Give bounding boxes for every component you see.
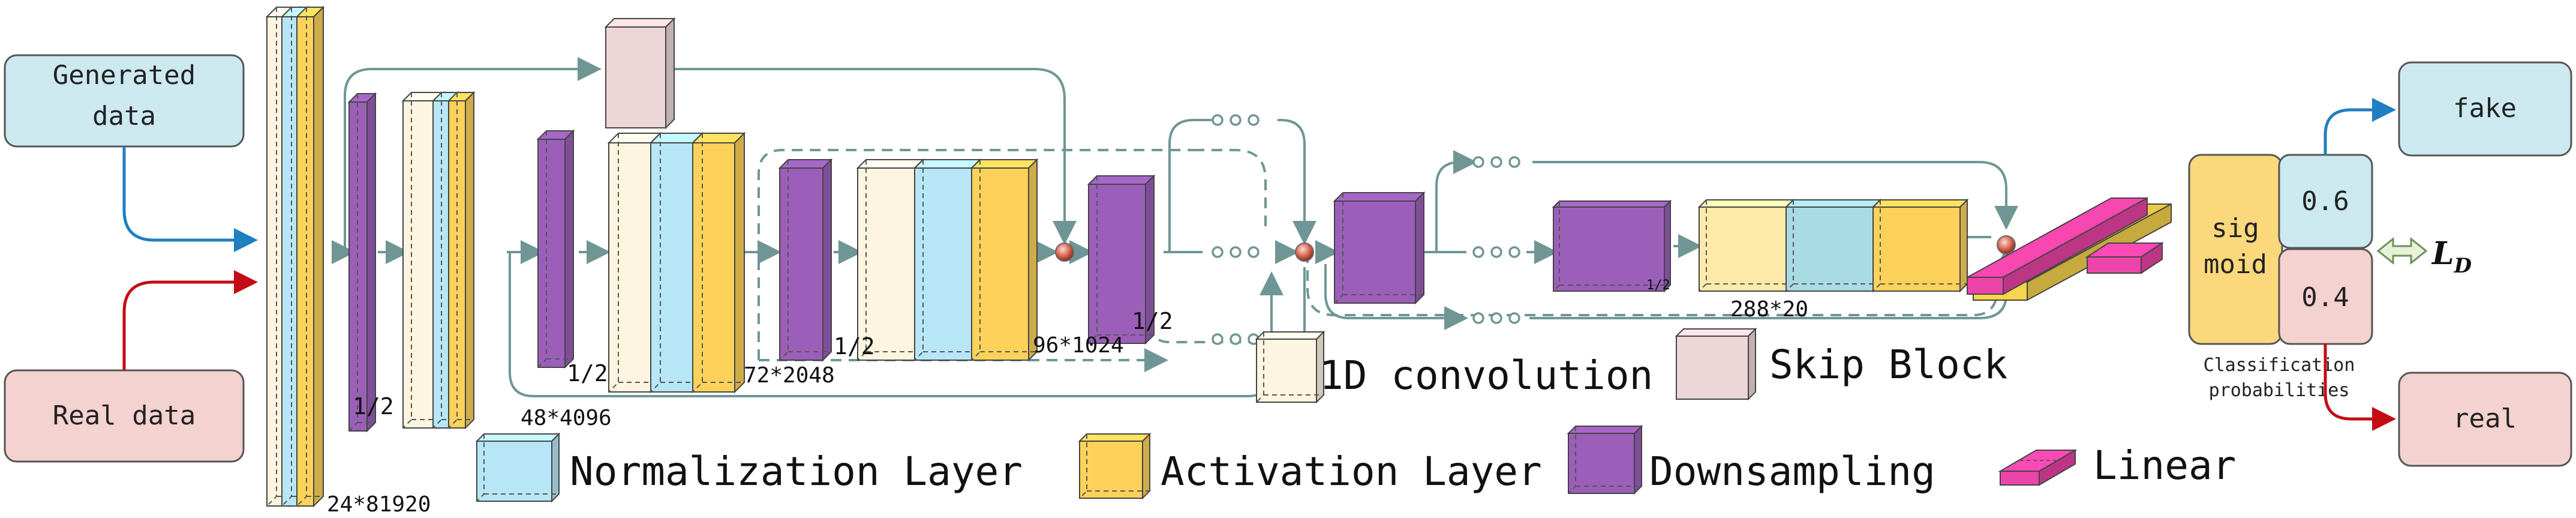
generated-data-label-line2: data <box>92 101 156 131</box>
probability-real-value: 0.4 <box>2301 282 2349 313</box>
generated-data-box: Generated data <box>4 54 245 148</box>
stack4-act <box>970 158 1039 362</box>
sum-node-2 <box>1295 242 1314 262</box>
sigmoid-block: sig moid <box>2188 154 2283 345</box>
stack5-norm <box>1784 198 1882 293</box>
probability-fake: 0.6 <box>2278 154 2373 249</box>
linear-layer <box>1967 197 2172 301</box>
feature-shape-2: 48*4096 <box>521 406 612 430</box>
sigmoid-label-line2: moid <box>2204 249 2267 280</box>
real-output-box: real <box>2398 372 2572 467</box>
stack4-conv <box>856 158 925 362</box>
stack4-norm <box>913 158 982 362</box>
legend-norm-icon <box>475 432 561 503</box>
real-input-arrow <box>122 270 258 370</box>
sum-node-3 <box>1997 235 2016 254</box>
legend <box>475 327 2078 503</box>
downsample-label-4: 1/2 <box>1132 308 1173 334</box>
stack5-act <box>1871 198 1969 293</box>
legend-norm-label: Normalization Layer <box>570 448 1023 495</box>
legend-linear-icon <box>1998 449 2078 486</box>
stack1-act <box>295 5 325 508</box>
legend-conv-label: 1D convolution <box>1319 352 1653 399</box>
downsample-label-1: 1/2 <box>353 393 394 420</box>
legend-skip-icon <box>1675 327 1757 401</box>
stack3-act <box>691 131 746 394</box>
generated-input-arrow <box>122 146 258 252</box>
legend-down-icon <box>1567 424 1643 495</box>
classification-caption: Classification probabilities <box>2204 355 2355 401</box>
real-output-arrow <box>2323 344 2396 431</box>
legend-skip-label: Skip Block <box>1769 342 2007 388</box>
probability-fake-value: 0.6 <box>2301 186 2349 217</box>
downsample-label-2: 1/2 <box>567 360 608 387</box>
real-data-label: Real data <box>53 400 196 431</box>
loss-double-arrow <box>2376 236 2428 265</box>
classification-caption-line1: Classification <box>2204 355 2355 376</box>
stack5-conv <box>1697 198 1795 293</box>
feature-shape-3: 72*2048 <box>744 363 835 388</box>
feature-shape-1: 24*81920 <box>327 492 431 517</box>
real-output-label: real <box>2453 403 2517 434</box>
legend-act-icon <box>1078 432 1152 500</box>
feature-shape-labels: 24*81920 48*4096 72*2048 96*1024 288*20 <box>327 297 1808 517</box>
generated-data-label-line1: Generated <box>53 60 196 91</box>
fake-output-arrow <box>2323 98 2396 155</box>
feature-shape-5: 288*20 <box>1730 297 1808 322</box>
layer-blocks <box>265 5 2172 508</box>
stack2-act <box>447 91 476 430</box>
classification-caption-line2: probabilities <box>2209 380 2350 401</box>
loss-subscript: D <box>2454 254 2472 278</box>
feature-shape-4: 96*1024 <box>1033 333 1124 358</box>
downsample-5 <box>1552 199 1672 293</box>
legend-act-label: Activation Layer <box>1161 448 1542 495</box>
loss-symbol: L <box>2431 235 2454 272</box>
downsample-label-3: 1/2 <box>834 333 875 360</box>
fake-output-label: fake <box>2453 93 2517 124</box>
downsample-4 <box>1087 174 1156 345</box>
legend-labels: 1D convolution Skip Block Normalization … <box>570 342 2236 495</box>
legend-down-label: Downsampling <box>1649 448 1935 495</box>
skip-block <box>604 17 676 130</box>
sum-node-1 <box>1055 242 1074 262</box>
loss-label: LD <box>2431 235 2472 278</box>
downsample-labels: 1/2 1/2 1/2 1/2 1/2 <box>353 278 1670 420</box>
sum-nodes <box>1055 235 2016 262</box>
real-data-box: Real data <box>4 369 245 463</box>
downsample-3 <box>778 158 833 362</box>
backbone-arrows <box>332 234 1991 264</box>
fake-output-box: fake <box>2398 61 2572 157</box>
probability-real: 0.4 <box>2278 248 2373 345</box>
sigmoid-label-line1: sig <box>2211 213 2259 244</box>
downsample-1 <box>347 92 377 433</box>
downsample-2 <box>536 129 575 369</box>
post-sum-block <box>1333 191 1426 305</box>
legend-conv-icon <box>1255 330 1325 404</box>
svg-text:LD: LD <box>2431 235 2472 278</box>
downsample-label-5: 1/2 <box>1646 278 1670 293</box>
legend-linear-label: Linear <box>2093 442 2236 489</box>
